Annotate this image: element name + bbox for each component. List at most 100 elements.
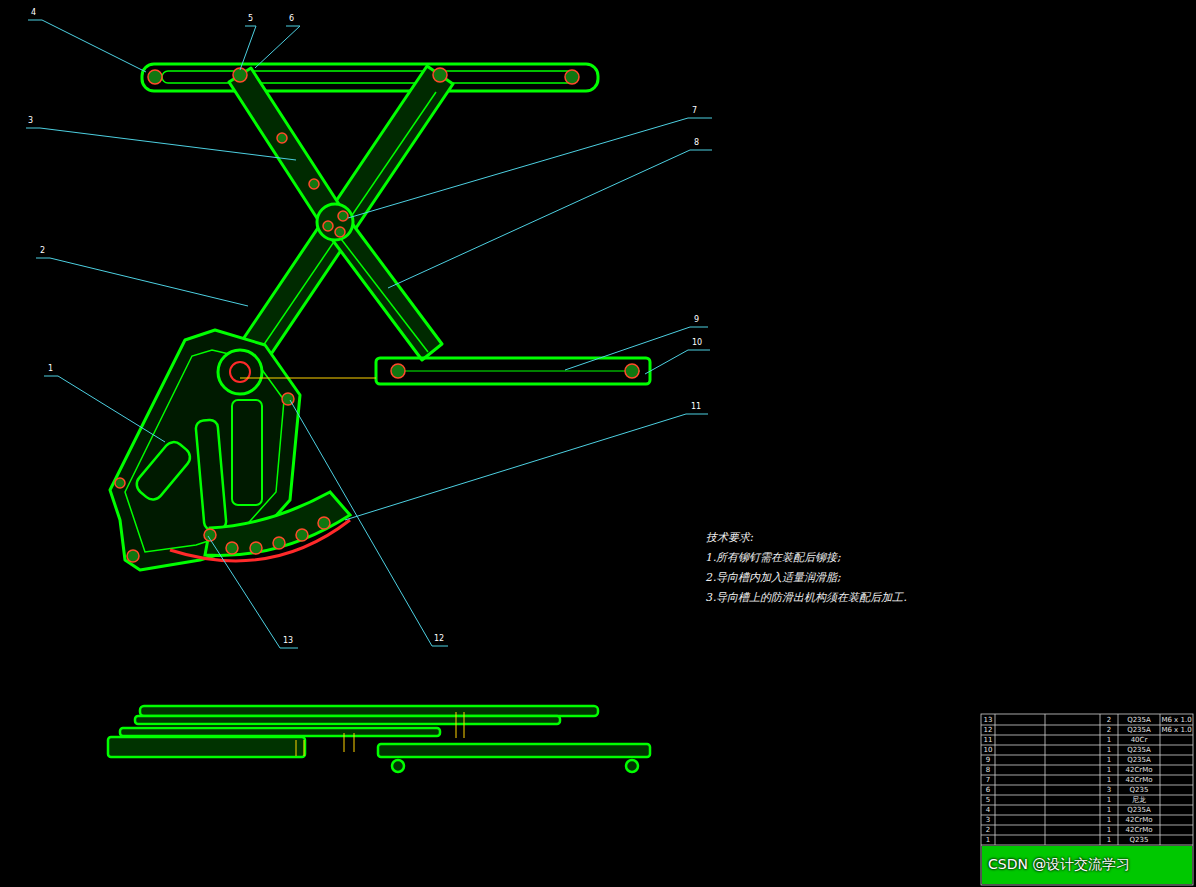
callout-number: 4 [31,8,36,18]
side-dimensions [296,712,464,756]
long-arm [227,66,453,381]
side-housing [108,737,305,757]
callout-number: 5 [248,14,253,24]
table-cell: 3 [1100,785,1118,795]
table-cell: 6 [981,785,995,795]
watermark: CSDN @设计交流学习 [988,856,1130,873]
table-cell: 4 [981,805,995,815]
rivet [565,70,579,84]
rivet [318,517,330,529]
lower-guide-rail [376,358,650,384]
rail-slot [392,370,640,371]
upper-guide-rail [142,64,598,91]
gear-bracket [232,400,262,505]
leader-line [348,118,712,218]
table-frame [981,714,1193,885]
table-cell: 1 [1100,745,1118,755]
rivet [338,211,348,221]
dimension-mark [456,712,464,738]
leader-line [36,258,248,306]
callout-number: 8 [694,138,699,148]
rivet [127,550,139,562]
table-cell: Q235A [1118,755,1160,765]
table-cell: 1 [981,835,995,845]
table-rows [981,725,1193,845]
table-cell: 40Cr [1118,735,1160,745]
table-cell: M6 x 1.0 [1160,725,1193,735]
table-cell: Q235 [1118,785,1160,795]
table-cell: 5 [981,795,995,805]
table-cell: 42CrMo [1118,815,1160,825]
rivet [335,227,345,237]
side-arm [135,716,560,724]
table-cell: 12 [981,725,995,735]
leader-line [645,350,710,374]
dimension-line [240,378,376,379]
leader-line [565,327,708,370]
rivet [391,364,405,378]
dimension-mark [344,733,354,752]
callout-number: 2 [40,246,45,256]
table-cell: 7 [981,775,995,785]
rivet [273,537,285,549]
rivet [433,68,447,82]
table-cell: 1 [1100,835,1118,845]
callout-number: 6 [289,14,294,24]
table-cell: 11 [981,735,995,745]
leader-line [255,26,300,68]
table-cell: 1 [1100,795,1118,805]
callout-number: 12 [434,634,444,644]
table-cell: 13 [981,715,995,725]
rivet [296,529,308,541]
table-cell: Q235A [1118,725,1160,735]
table-cell: 1 [1100,815,1118,825]
table-cell: 尼龙 [1118,795,1160,805]
drive-pivot [218,350,262,394]
table-cell: 2 [981,825,995,835]
table-cell: 2 [1100,725,1118,735]
rivet [250,542,262,554]
side-peg [626,760,638,772]
table-cell: 9 [981,755,995,765]
rivet [323,221,333,231]
leader-line [388,150,712,288]
table-columns [995,714,1160,845]
side-arm [120,728,440,736]
rivet [309,179,319,189]
side-lower-rail [378,744,650,757]
callout-number: 9 [694,315,699,325]
rail-slot [162,71,578,83]
leader-lines [26,20,712,648]
leader-line [28,20,146,72]
leader-line [345,414,708,520]
table-cell: 42CrMo [1118,775,1160,785]
rivet [226,542,238,554]
center-pivot [317,204,353,240]
table-cell: Q235 [1118,835,1160,845]
side-view [108,706,650,772]
table-cell: 3 [981,815,995,825]
callout-number: 11 [691,402,701,412]
table-cell: 1 [1100,755,1118,765]
side-peg [392,760,404,772]
title-block [982,846,1192,884]
table-cell: 1 [1100,805,1118,815]
table-cell: Q235A [1118,805,1160,815]
callout-number: 1 [48,364,53,374]
lower-short-arm [325,214,442,360]
leader-line [290,400,448,646]
rivet [233,68,247,82]
callout-number: 3 [28,116,33,126]
callout-number: 10 [692,338,702,348]
dimension-mark [296,740,304,756]
rivet [148,70,162,84]
gear-sector [205,492,350,556]
motor-body [133,438,194,503]
table-cell: 1 [1100,735,1118,745]
side-rail [140,706,598,716]
table-cell: Q235A [1118,715,1160,725]
note-heading: 技术要求: [706,531,754,544]
table-cell: 8 [981,765,995,775]
